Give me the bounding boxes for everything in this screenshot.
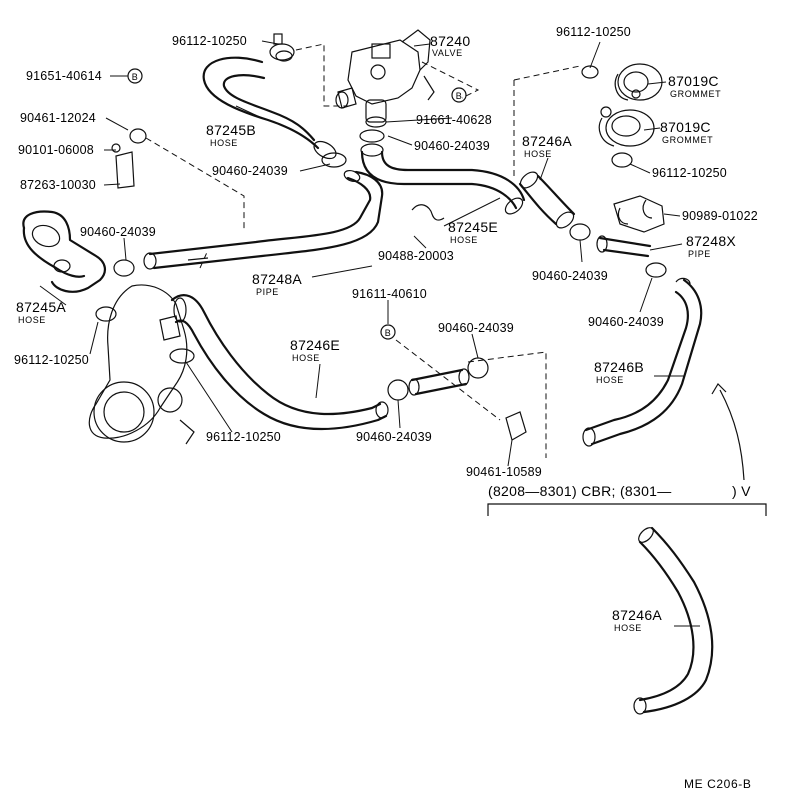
grommet-87019c-a bbox=[614, 63, 663, 101]
hose-87245e bbox=[360, 143, 526, 215]
hose-87246a-variant bbox=[633, 526, 714, 715]
label-87246a-b-sub: HOSE bbox=[614, 623, 642, 633]
hose-87245b bbox=[202, 56, 337, 160]
svg-text:B: B bbox=[456, 91, 463, 101]
label-87245b-sub: HOSE bbox=[210, 138, 238, 148]
label-87019c-b-sub: GROMMET bbox=[662, 135, 713, 145]
hose-87246a bbox=[518, 171, 576, 229]
label-90460-24039-a: 90460-24039 bbox=[414, 139, 490, 153]
label-87245b: 87245B bbox=[206, 122, 256, 138]
label-90460-24039-d: 90460-24039 bbox=[532, 269, 608, 283]
label-90989-01022: 90989-01022 bbox=[682, 209, 758, 223]
variant-bracket bbox=[487, 503, 767, 516]
label-87246e-sub: HOSE bbox=[292, 353, 320, 363]
diagram-code: ME C206-B bbox=[684, 777, 751, 791]
pipe-87248x bbox=[596, 235, 652, 258]
hose-87246e bbox=[170, 294, 389, 431]
label-87246b-sub: HOSE bbox=[596, 375, 624, 385]
label-87019c-a-sub: GROMMET bbox=[670, 89, 721, 99]
label-90460-24039-f: 90460-24039 bbox=[438, 321, 514, 335]
label-87240: 87240 bbox=[430, 33, 470, 49]
label-91651-40614: 91651-40614 bbox=[26, 69, 102, 83]
label-87246a-b: 87246A bbox=[612, 607, 662, 623]
valve-87240 bbox=[335, 29, 435, 128]
bracket-90989 bbox=[613, 195, 665, 233]
label-90460-24039-b: 90460-24039 bbox=[212, 164, 288, 178]
label-90461-10589: 90461-10589 bbox=[466, 465, 542, 479]
part-labels: 96112-10250 87240 VALVE 96112-10250 9165… bbox=[14, 25, 758, 791]
grommet-87019c-b bbox=[598, 106, 655, 147]
leader-lines bbox=[39, 40, 700, 627]
label-87245a-sub: HOSE bbox=[18, 315, 46, 325]
hose-87245a bbox=[22, 210, 106, 293]
label-96112-10250-b: 96112-10250 bbox=[556, 25, 631, 39]
label-87019c-a: 87019C bbox=[668, 73, 719, 89]
bolt-marker-3: B bbox=[380, 324, 396, 340]
label-90460-24039-c: 90460-24039 bbox=[80, 225, 156, 239]
pump-body bbox=[88, 284, 195, 445]
label-90460-24039-g: 90460-24039 bbox=[356, 430, 432, 444]
hose-87246b bbox=[582, 277, 703, 447]
pipe-87248a bbox=[143, 169, 384, 270]
label-90488-20003: 90488-20003 bbox=[378, 249, 454, 263]
label-87263-10030: 87263-10030 bbox=[20, 178, 96, 192]
label-96112-10250-d: 96112-10250 bbox=[14, 353, 89, 367]
variant-arrow bbox=[711, 383, 745, 481]
label-91661-40628: 91661-40628 bbox=[416, 113, 492, 127]
label-90461-12024: 90461-12024 bbox=[20, 111, 96, 125]
label-87019c-b: 87019C bbox=[660, 119, 711, 135]
label-87246b: 87246B bbox=[594, 359, 644, 375]
label-87248x-sub: PIPE bbox=[688, 249, 711, 259]
bolt-marker-2: B bbox=[451, 87, 467, 103]
variant-note-v: ) V bbox=[732, 483, 751, 499]
svg-text:B: B bbox=[385, 328, 392, 338]
label-87248a-sub: PIPE bbox=[256, 287, 279, 297]
label-87245e: 87245E bbox=[448, 219, 498, 235]
label-96112-10250-a: 96112-10250 bbox=[172, 34, 247, 48]
label-96112-10250-e: 96112-10250 bbox=[206, 430, 281, 444]
label-87248a: 87248A bbox=[252, 271, 302, 287]
label-87248x: 87248X bbox=[686, 233, 736, 249]
clamp-set bbox=[95, 33, 667, 441]
pipe-small bbox=[408, 368, 470, 396]
label-96112-10250-c: 96112-10250 bbox=[652, 166, 727, 180]
variant-note: (8208—8301) CBR; (8301— bbox=[488, 483, 672, 499]
bolt-marker-1: B bbox=[127, 68, 143, 84]
label-87246a-a-sub: HOSE bbox=[524, 149, 552, 159]
label-87246a-a: 87246A bbox=[522, 133, 572, 149]
label-87240-sub: VALVE bbox=[432, 48, 463, 58]
label-87246e: 87246E bbox=[290, 337, 340, 353]
label-87245a: 87245A bbox=[16, 299, 66, 315]
label-90101-06008: 90101-06008 bbox=[18, 143, 94, 157]
label-90460-24039-e: 90460-24039 bbox=[588, 315, 664, 329]
dashed-guides bbox=[145, 43, 581, 458]
label-91611-40610: 91611-40610 bbox=[352, 287, 427, 301]
label-87245e-sub: HOSE bbox=[450, 235, 478, 245]
svg-text:B: B bbox=[132, 72, 139, 82]
